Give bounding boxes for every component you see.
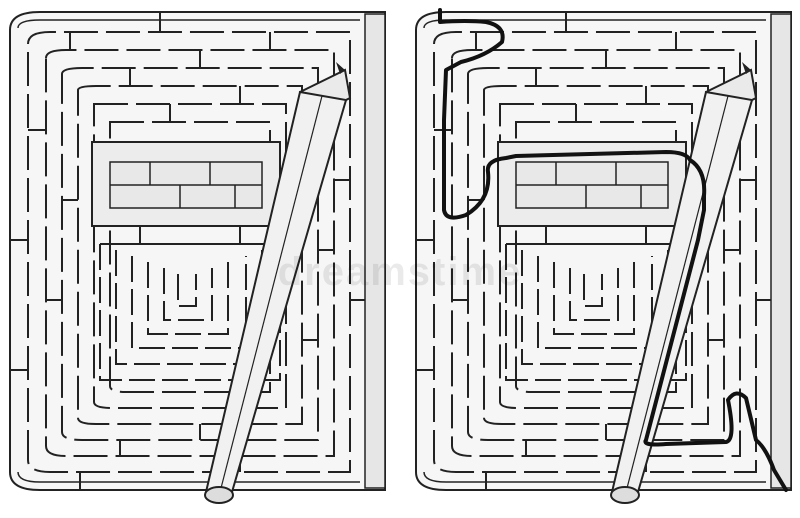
- maze-solution: [415, 8, 792, 504]
- solution-path: [438, 8, 788, 492]
- watermark-text: dreamstime: [278, 250, 523, 294]
